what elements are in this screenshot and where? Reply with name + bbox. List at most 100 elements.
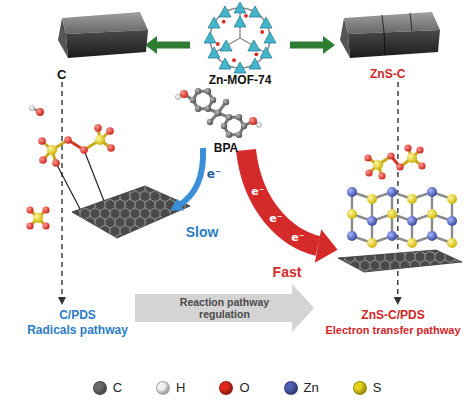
mof-structure xyxy=(260,47,272,58)
bpa-molecule xyxy=(241,123,247,129)
fast-electron-arrow xyxy=(315,229,338,262)
persulfate-molecule xyxy=(404,144,411,151)
fast-electron-arrow xyxy=(246,150,318,246)
bpa-molecule xyxy=(175,94,180,99)
legend-text: S xyxy=(373,380,382,395)
persulfate-molecule xyxy=(107,144,115,152)
zns-lattice xyxy=(352,214,452,221)
zns-lattice xyxy=(387,209,397,219)
mof-structure xyxy=(219,58,231,69)
legend-item: C xyxy=(93,380,122,395)
node-title: ZnS-C/PDS xyxy=(314,308,472,323)
zns-lattice xyxy=(347,209,357,219)
sulfate-radical xyxy=(42,222,49,229)
fast-electron-arrow xyxy=(246,150,338,263)
synthesis-arrow xyxy=(290,42,323,49)
node-subtitle: Electron transfer pathway xyxy=(314,323,472,338)
zns-lattice xyxy=(447,216,457,226)
mof-structure xyxy=(249,6,261,17)
zns-lattice xyxy=(352,192,452,199)
graphene-sheet xyxy=(338,250,462,272)
persulfate-molecule xyxy=(42,128,111,163)
mof-structure xyxy=(216,14,264,62)
zns-lattice xyxy=(352,236,452,243)
persulfate-molecule xyxy=(52,159,60,167)
legend-item: H xyxy=(156,380,185,395)
legend-item: O xyxy=(219,380,249,395)
persulfate-molecule xyxy=(94,124,102,132)
pathway-node: C/PDSRadicals pathway xyxy=(20,305,135,338)
mof-structure xyxy=(234,62,246,73)
rate-label: Slow xyxy=(186,225,219,239)
sulfate-radical xyxy=(26,222,33,229)
mof-structure xyxy=(208,17,220,28)
mof-structure xyxy=(208,47,220,58)
bpa-molecule xyxy=(221,123,227,129)
persulfate-molecule xyxy=(84,150,104,201)
zns-lattice xyxy=(347,194,457,248)
regulation-arrow xyxy=(135,294,292,322)
bpa-molecule xyxy=(175,88,261,138)
legend-item: Zn xyxy=(284,380,319,395)
slow-electron-arrow xyxy=(178,148,203,206)
legend-text: O xyxy=(239,380,249,395)
mof-structure xyxy=(254,52,258,56)
mof-structure xyxy=(260,17,272,28)
node-title: C/PDS xyxy=(20,308,135,323)
node-title: Zn-MOF-74 xyxy=(190,73,290,88)
mof-structure xyxy=(220,40,232,51)
sulfate-radical xyxy=(33,213,43,223)
sulfate-radical xyxy=(26,206,33,213)
hydroxyl-radical xyxy=(36,108,44,116)
persulfate-molecule xyxy=(364,154,371,161)
persulfate-molecule xyxy=(38,124,115,209)
graphene-sheet xyxy=(72,186,190,238)
mof-structure xyxy=(216,42,220,46)
bpa-molecule xyxy=(205,88,211,94)
legend: C H O Zn S xyxy=(0,380,474,395)
carbon-rod xyxy=(58,12,148,58)
legend-text: H xyxy=(176,380,185,395)
legend-item: S xyxy=(353,380,382,395)
zns-lattice xyxy=(347,187,457,241)
synthesis-arrow xyxy=(157,42,190,49)
molecule-label: BPA xyxy=(214,142,238,154)
mof-structure xyxy=(232,58,236,62)
bpa-molecule xyxy=(190,97,196,103)
zns-lattice xyxy=(367,216,377,226)
bpa-molecule xyxy=(207,119,213,125)
persulfate-molecule xyxy=(47,145,57,155)
persulfate-molecule xyxy=(38,137,46,145)
bpa-molecule xyxy=(180,90,188,98)
legend-swatch xyxy=(93,381,107,395)
zns-carbon-rod xyxy=(382,15,384,32)
bpa-molecule xyxy=(256,122,261,127)
bpa-molecule xyxy=(195,88,201,94)
legend-text: C xyxy=(113,380,122,395)
zns-lattice xyxy=(427,187,437,197)
zns-lattice xyxy=(387,187,397,197)
persulfate-molecule xyxy=(56,163,80,209)
legend-swatch xyxy=(219,381,233,395)
carbon-rod xyxy=(66,30,148,58)
zns-lattice xyxy=(347,187,457,248)
dashed-connector xyxy=(61,82,62,297)
hydroxyl-radical xyxy=(29,105,34,110)
zns-lattice xyxy=(407,216,417,226)
bpa-molecule xyxy=(195,106,201,112)
sulfate-radical xyxy=(26,206,49,229)
persulfate-molecule xyxy=(407,153,417,163)
legend-swatch xyxy=(284,381,298,395)
graphene-sheet xyxy=(338,250,462,272)
persulfate-molecule xyxy=(64,136,72,144)
bpa-molecule xyxy=(236,114,242,120)
bpa-molecule xyxy=(210,97,216,103)
material-node: C xyxy=(45,8,145,82)
rate-label: Fast xyxy=(273,265,302,279)
persulfate-molecule xyxy=(95,135,105,145)
mof-structure xyxy=(204,2,276,73)
mof-structure xyxy=(248,40,260,51)
persulfate-molecule xyxy=(387,152,394,159)
